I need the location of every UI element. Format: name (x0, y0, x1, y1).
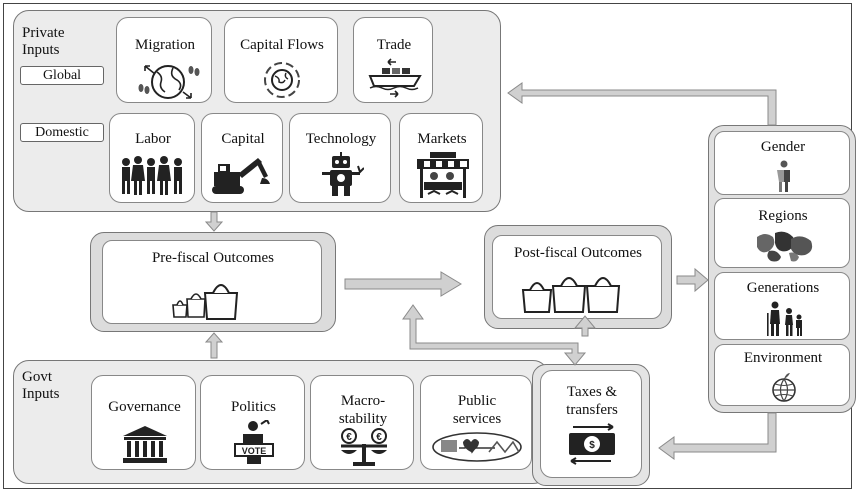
arrow-feedback-to-taxes (658, 412, 777, 460)
capital-label: Capital (221, 131, 265, 147)
arrow-govt-to-prefiscal (204, 332, 224, 359)
migration-card: Migration (116, 17, 212, 103)
post-fiscal-card: Post-fiscal Outcomes (492, 235, 662, 319)
taxes-transfers-card: Taxes & transfers $ (540, 370, 642, 478)
apple-globe-icon (772, 373, 796, 403)
private-inputs-title: Private Inputs (22, 25, 65, 58)
market-stall-icon (417, 152, 469, 198)
labor-label: Labor (135, 131, 171, 147)
domestic-tag: Domestic (20, 123, 104, 142)
regions-card: Regions (714, 198, 850, 268)
labor-card: Labor (109, 113, 195, 203)
generations-label: Generations (746, 280, 820, 296)
cargo-ship-icon (368, 58, 422, 98)
svg-text:€: € (346, 432, 352, 443)
capital-flows-label: Capital Flows (240, 37, 324, 53)
shopping-bags-icon (521, 277, 621, 313)
arrow-private-to-prefiscal (204, 211, 224, 232)
arrow-postfiscal-to-dimensions (676, 267, 709, 293)
money-exchange-icon: $ (569, 423, 615, 465)
ballot-box-icon: VOTE (234, 420, 274, 464)
gender-figure-icon (777, 160, 790, 192)
arrow-prefiscal-to-postfiscal (344, 271, 462, 297)
svg-text:€: € (376, 432, 382, 443)
governance-label: Governance (108, 399, 181, 415)
gender-card: Gender (714, 131, 850, 195)
euro-scale-icon: € € (341, 428, 387, 466)
markets-card: Markets (399, 113, 483, 203)
pre-fiscal-card: Pre-fiscal Outcomes (102, 240, 322, 324)
health-heartbeat-icon (432, 432, 522, 462)
capital-flows-card: Capital Flows (224, 17, 338, 103)
post-fiscal-label: Post-fiscal Outcomes (514, 245, 642, 261)
excavator-icon (212, 158, 270, 194)
regions-label: Regions (758, 208, 808, 224)
robot-icon (322, 152, 364, 196)
pre-fiscal-label: Pre-fiscal Outcomes (151, 250, 275, 266)
technology-label: Technology (305, 131, 377, 147)
migration-label: Migration (135, 37, 195, 53)
environment-label: Environment (743, 350, 823, 366)
markets-label: Markets (417, 131, 467, 147)
family-generations-icon (767, 301, 802, 336)
macro-stability-label: Macro- stability (338, 393, 388, 427)
government-building-icon (123, 426, 167, 463)
arrow-taxes-link (402, 304, 587, 366)
taxes-transfers-label: Taxes & transfers (566, 384, 618, 418)
politics-label: Politics (230, 399, 276, 415)
globe-circular-arrows-icon (264, 62, 300, 98)
shopping-bags-icon (172, 284, 239, 320)
govt-inputs-title: Govt Inputs (22, 369, 60, 402)
capital-card: Capital (201, 113, 283, 203)
people-group-icon (122, 156, 182, 195)
public-services-card: Public services (420, 375, 532, 470)
governance-card: Governance (91, 375, 196, 470)
gender-label: Gender (760, 139, 806, 155)
vote-text: VOTE (242, 446, 267, 456)
generations-card: Generations (714, 272, 850, 340)
environment-card: Environment (714, 344, 850, 406)
politics-card: Politics VOTE (200, 375, 305, 470)
trade-label: Trade (376, 37, 412, 53)
macro-stability-card: Macro- stability € € (310, 375, 414, 470)
globe-people-icon (138, 65, 200, 99)
technology-card: Technology (289, 113, 391, 203)
trade-card: Trade (353, 17, 433, 103)
svg-text:$: $ (589, 440, 595, 451)
arrow-taxes-to-postfiscal (573, 315, 597, 337)
world-map-icon (757, 231, 813, 262)
arrow-feedback-to-private (507, 82, 777, 126)
public-services-label: Public services (452, 393, 502, 427)
global-tag: Global (20, 66, 104, 85)
